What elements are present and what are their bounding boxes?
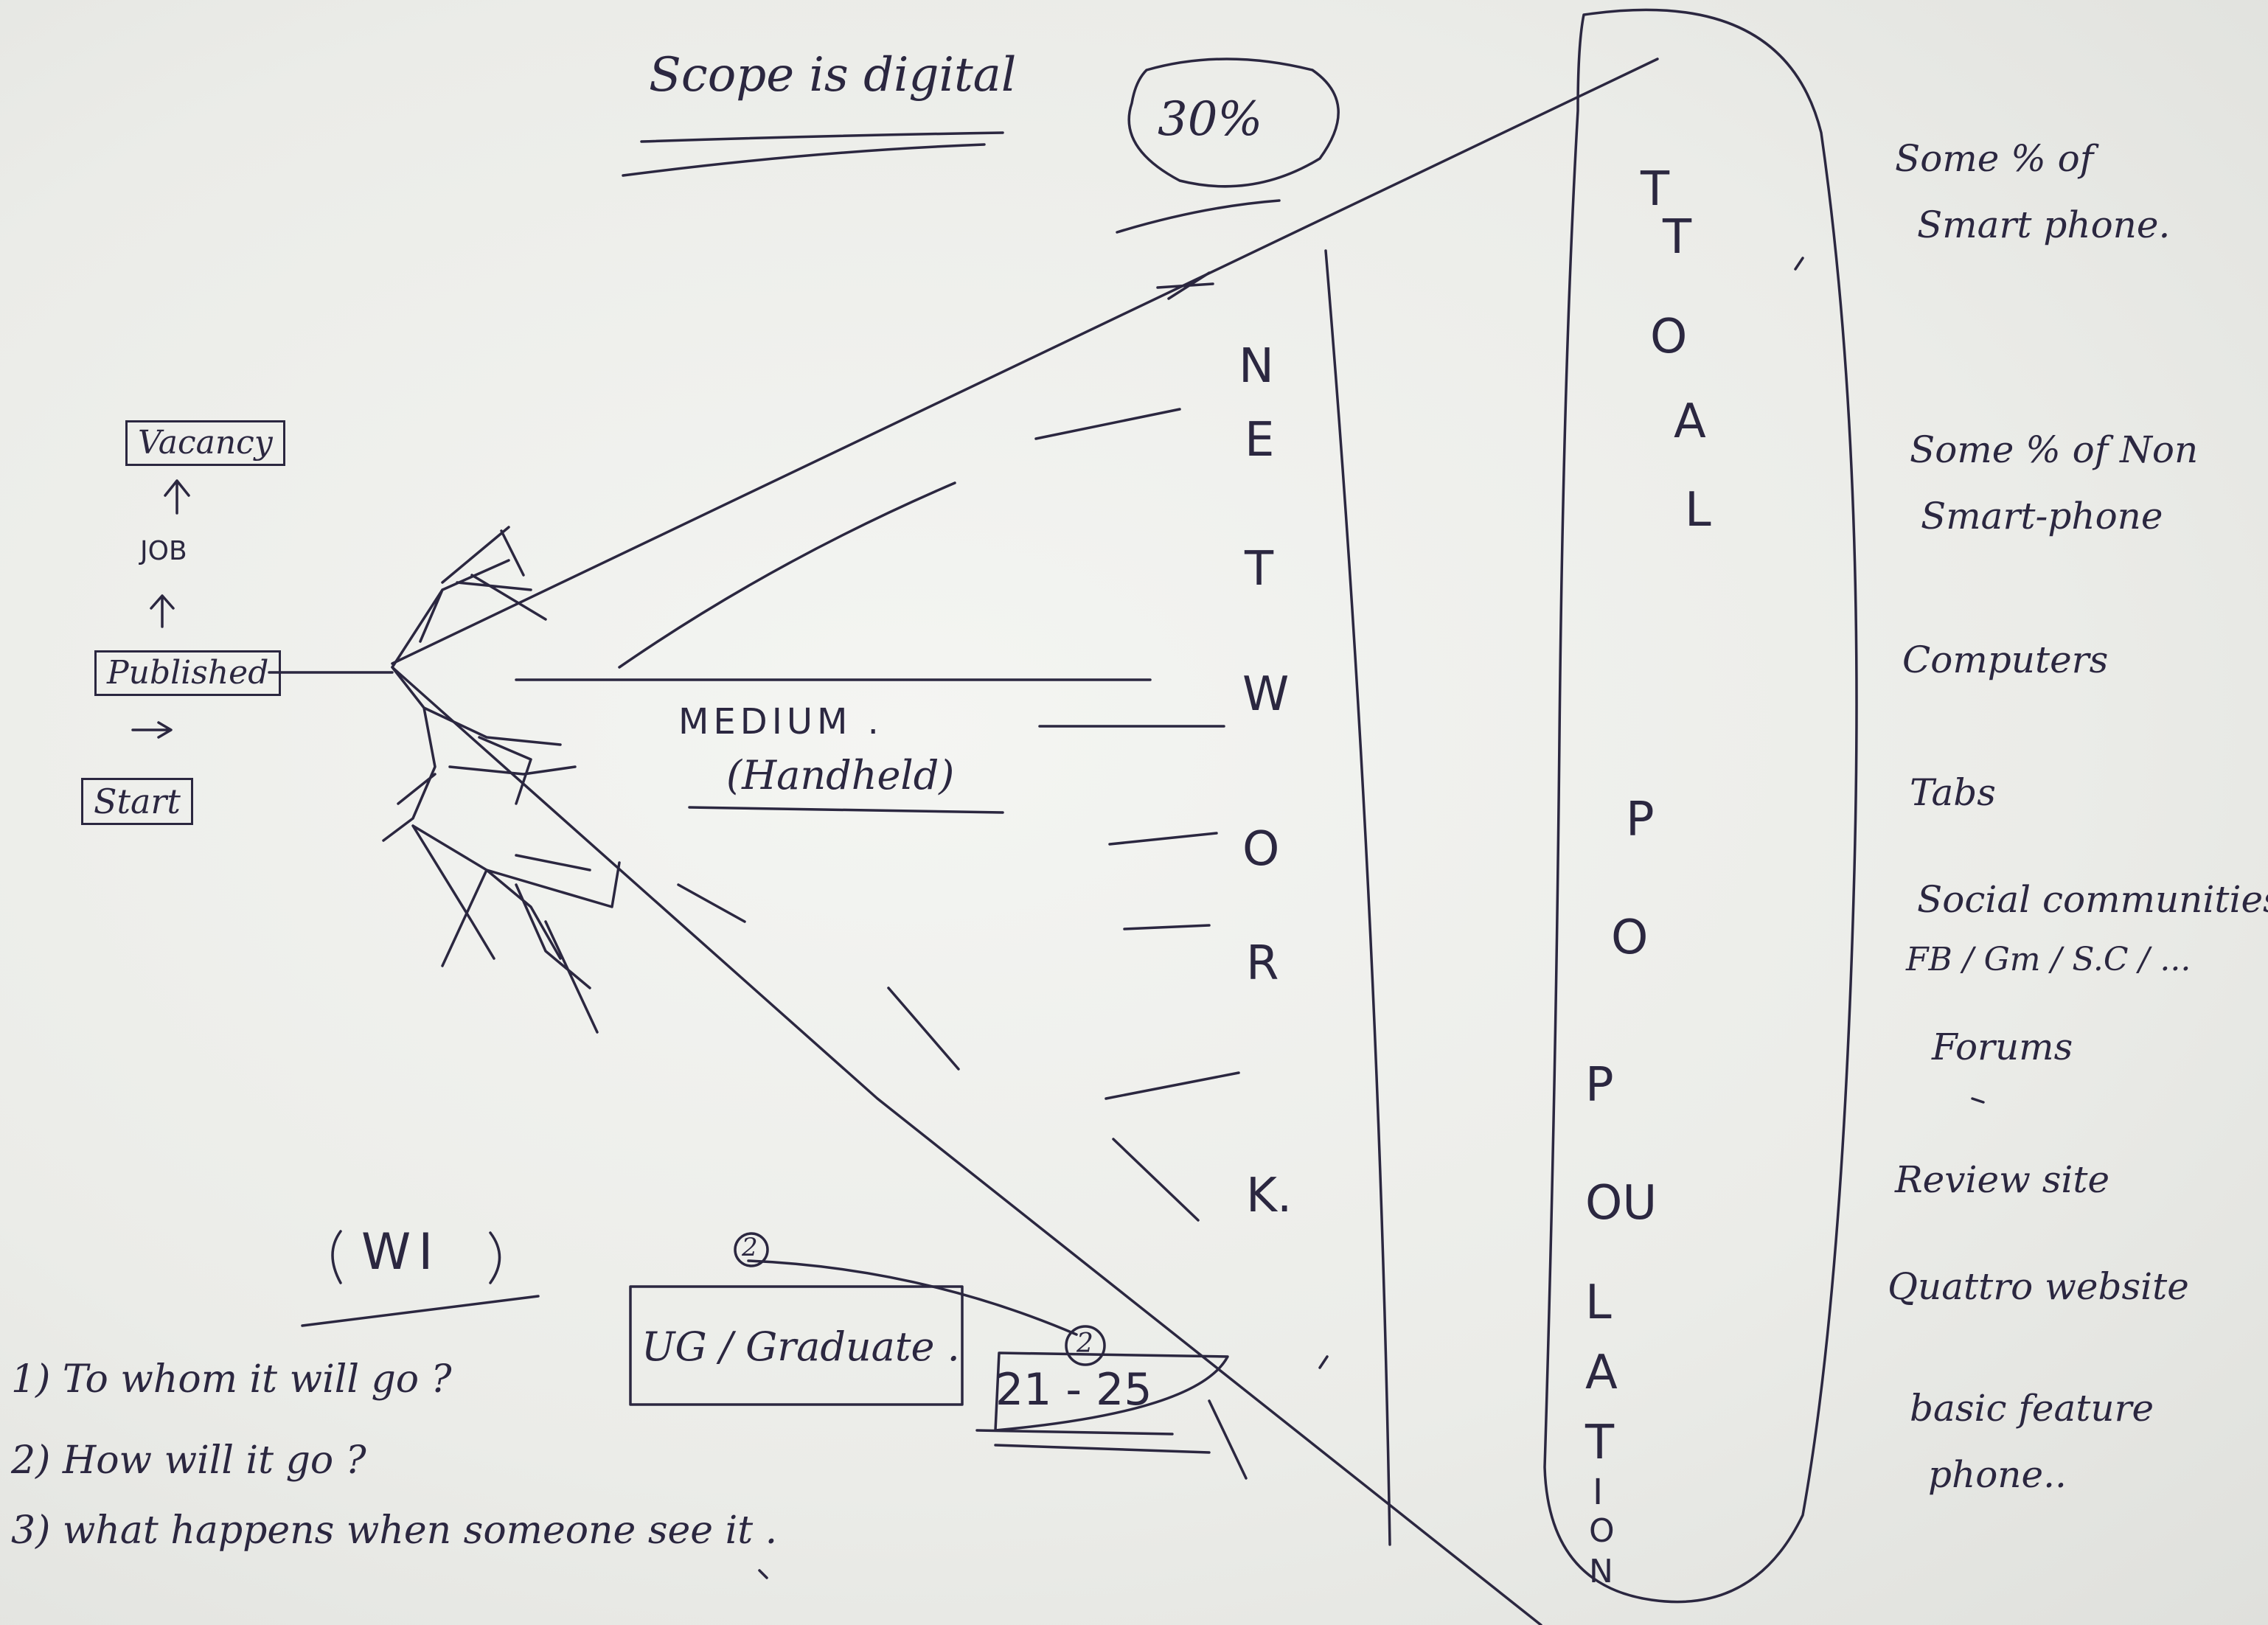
question-item: 2) How will it go ? (11, 1438, 366, 1483)
network-letter: E (1245, 413, 1275, 467)
right-list-item: basic feature (1910, 1387, 2154, 1430)
start-box: Start (81, 778, 193, 825)
wi-label: WI (361, 1223, 441, 1281)
population-letter: A (1585, 1346, 1618, 1400)
medium-line-8 (1112, 1138, 1200, 1222)
wi-oval-right (489, 1231, 501, 1284)
circle-mark-1: 2 (742, 1233, 758, 1262)
wi-underline (301, 1295, 540, 1327)
right-list-item: Forums (1932, 1026, 2073, 1068)
age-connector (747, 1259, 1078, 1336)
population-letter: N (1589, 1553, 1613, 1590)
population-letter: I (1593, 1472, 1604, 1513)
heading-underline-2 (622, 143, 986, 177)
network-boundary (1324, 249, 1391, 1546)
circle-mark-1-ring (734, 1232, 769, 1267)
total-letter: O (1650, 310, 1688, 364)
network-letter: R (1246, 936, 1279, 991)
bottom-spread-tick (1208, 1399, 1248, 1480)
top-spread-tick (1156, 271, 1214, 300)
right-list-item: Computers (1902, 638, 2109, 681)
right-list-item-sub: phone.. (1928, 1453, 2067, 1496)
job-arrow (150, 594, 175, 628)
job-label: JOB (140, 536, 187, 566)
population-letter: P (1585, 1058, 1614, 1113)
medium-line-6 (1105, 1071, 1240, 1100)
population-letter: T (1585, 1416, 1615, 1470)
network-letter: W (1242, 667, 1290, 722)
population-letter: O (1589, 1512, 1615, 1550)
medium-subtitle: (Handheld) (726, 752, 955, 798)
vacancy-box: Vacancy (125, 420, 285, 466)
age-underline (975, 1429, 1211, 1454)
population-letter: L (1585, 1276, 1612, 1330)
question-item: 1) To whom it will go ? (11, 1357, 452, 1402)
tree-branches (382, 526, 621, 1034)
population-letter: OU (1585, 1176, 1657, 1231)
network-letter: T (1245, 542, 1274, 596)
vacancy-arrow (164, 479, 190, 515)
network-letter: O (1242, 822, 1280, 877)
right-list-item-sub: Smart phone. (1917, 203, 2171, 246)
right-list-item: Some % of (1895, 137, 2094, 180)
wi-oval-left (331, 1230, 342, 1284)
stray-mark (758, 257, 1985, 1579)
start-arrow (131, 721, 173, 739)
circle-mark-2-ring (1065, 1325, 1106, 1366)
circle-mark-2: 2 (1076, 1329, 1093, 1359)
right-list-item: Tabs (1910, 771, 1996, 814)
right-list-item: Quattro website (1888, 1265, 2189, 1308)
age-box: 21 - 25 (995, 1364, 1152, 1416)
population-letter: P (1626, 793, 1655, 847)
right-list-item: Social communities (1917, 878, 2268, 921)
total-letter: L (1685, 483, 1711, 537)
audience-box-outline (629, 1285, 964, 1406)
population-capsule (1543, 8, 1858, 1604)
medium-line-1 (618, 481, 956, 669)
network-letter: N (1239, 339, 1274, 394)
medium-underline (688, 806, 1004, 814)
age-box-outline (994, 1351, 1229, 1432)
medium-line-4 (1108, 832, 1218, 846)
heading: Scope is digital (649, 48, 1017, 102)
published-box: Published (94, 650, 282, 696)
right-list-item: Some % of Non (1910, 428, 2199, 471)
total-letter: A (1674, 394, 1706, 449)
top-spread-line (391, 58, 1659, 665)
population-letter: O (1611, 911, 1649, 965)
percent-oval (1127, 58, 1340, 188)
total-letter: T (1663, 210, 1692, 265)
right-list-item-sub: Smart-phone (1921, 495, 2163, 537)
percent-badge: 30% (1158, 92, 1263, 147)
bottom-spread-line (391, 666, 1542, 1625)
medium-line-5 (1123, 924, 1211, 930)
medium-line-7 (887, 987, 960, 1071)
network-letter: K. (1246, 1169, 1293, 1223)
percent-underline (1116, 199, 1281, 234)
heading-underline (640, 131, 1004, 143)
total-letter: T (1641, 162, 1670, 217)
audience-box: UG / Graduate . (641, 1323, 960, 1370)
medium-line-2 (1034, 408, 1181, 440)
medium-line-9 (677, 883, 746, 923)
medium-label: MEDIUM . (678, 701, 883, 742)
right-list-item: Review site (1895, 1158, 2110, 1201)
right-list-item-sub: FB / Gm / S.C / ... (1906, 941, 2191, 978)
question-item: 3) what happens when someone see it . (11, 1509, 778, 1553)
